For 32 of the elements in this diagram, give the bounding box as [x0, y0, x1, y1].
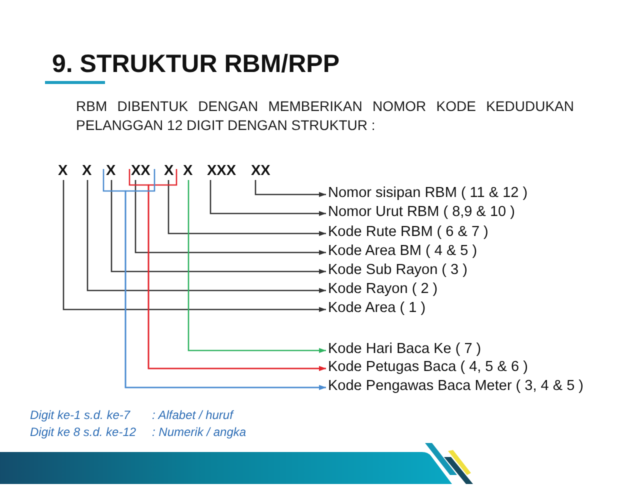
code-digit-label: X [183, 163, 193, 180]
leader-arrow [168, 180, 326, 236]
description-label: Kode Rayon ( 2 ) [328, 280, 438, 299]
digit-note: : Numerik / angka [152, 425, 246, 440]
leader-arrow [134, 180, 326, 255]
description-label: Kode Hari Baca Ke ( 7 ) [328, 340, 482, 359]
leader-arrow [62, 180, 326, 312]
leader-arrow [86, 180, 326, 293]
description-label: Kode Sub Rayon ( 3 ) [328, 261, 468, 280]
description-label: Kode Rute RBM ( 6 & 7 ) [328, 223, 488, 242]
code-digit-label: X [164, 163, 174, 180]
code-digit-label: XX [131, 163, 150, 180]
description-label: Nomor Urut RBM ( 8,9 & 10 ) [328, 203, 515, 222]
leader-arrow [254, 180, 326, 197]
description-label: Kode Pengawas Baca Meter ( 3, 4 & 5 ) [328, 377, 584, 396]
description-label: Nomor sisipan RBM ( 11 & 12 ) [328, 184, 528, 203]
leader-arrow [210, 180, 326, 216]
code-digit-label: X [58, 163, 68, 180]
digit-note: Digit ke 8 s.d. ke-12 [30, 425, 136, 440]
code-digit-label: X [82, 163, 92, 180]
intro-paragraph: RBM DIBENTUK DENGAN MEMBERIKAN NOMOR KODE KEDUDUKAN PELANGGAN 12 DIGIT DENGAN STRUKTUR : [76, 97, 574, 135]
digit-note: : Alfabet / huruf [152, 408, 233, 423]
description-label: Kode Petugas Baca ( 4, 5 & 6 ) [328, 358, 528, 377]
leader-arrow [188, 180, 326, 353]
code-digit-label: XXX [207, 163, 236, 180]
leader-arrow [110, 180, 326, 274]
description-label: Kode Area BM ( 4 & 5 ) [328, 242, 478, 261]
code-digit-label: XX [251, 163, 270, 180]
slide-title: 9. STRUKTUR RBM/RPP [52, 49, 340, 79]
digit-note: Digit ke-1 s.d. ke-7 [30, 408, 130, 423]
description-label: Kode Area ( 1 ) [328, 299, 426, 318]
code-digit-label: X [106, 163, 116, 180]
